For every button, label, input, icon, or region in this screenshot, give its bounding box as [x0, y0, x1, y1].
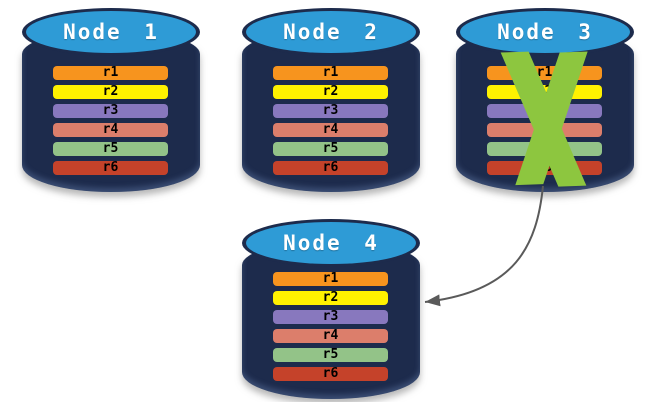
replica-row-r4: r4 — [53, 123, 168, 137]
replica-row-r5: r5 — [273, 142, 388, 156]
replica-row-r5: r5 — [273, 348, 388, 362]
replica-row-r1: r1 — [273, 272, 388, 286]
node-3-title: Node 3 — [497, 20, 593, 44]
replica-row-r3: r3 — [273, 310, 388, 324]
node-3-cylinder-cap: Node 3 — [460, 11, 630, 53]
replica-row-r6: r6 — [273, 367, 388, 381]
replica-row-r2: r2 — [53, 85, 168, 99]
failure-x-bar-right — [515, 51, 588, 186]
replica-row-r5: r5 — [53, 142, 168, 156]
node-2-cylinder-cap: Node 2 — [246, 11, 416, 53]
node-1-rows: r1 r2 r3 r4 r5 r6 — [53, 66, 168, 180]
replica-row-r2: r2 — [273, 291, 388, 305]
replica-row-r3: r3 — [273, 104, 388, 118]
replica-row-r1: r1 — [273, 66, 388, 80]
replica-row-r6: r6 — [273, 161, 388, 175]
node-4-title: Node 4 — [283, 231, 379, 255]
node-4-rows: r1 r2 r3 r4 r5 r6 — [273, 272, 388, 386]
node-1-cylinder-cap: Node 1 — [26, 11, 196, 53]
node-2-title: Node 2 — [283, 20, 379, 44]
replica-row-r4: r4 — [273, 123, 388, 137]
replica-row-r4: r4 — [273, 329, 388, 343]
node-1-title: Node 1 — [63, 20, 159, 44]
replica-row-r1: r1 — [53, 66, 168, 80]
replica-row-r3: r3 — [53, 104, 168, 118]
node-2-rows: r1 r2 r3 r4 r5 r6 — [273, 66, 388, 180]
failover-arrow — [424, 185, 544, 307]
node-4-cylinder-cap: Node 4 — [246, 222, 416, 264]
replica-row-r2: r2 — [273, 85, 388, 99]
node-2-cylinder: Node 2 r1 r2 r3 r4 r5 r6 — [242, 8, 420, 192]
failure-x-icon — [500, 51, 588, 187]
node-4-cylinder: Node 4 r1 r2 r3 r4 r5 r6 — [242, 219, 420, 399]
node-1-cylinder: Node 1 r1 r2 r3 r4 r5 r6 — [22, 8, 200, 192]
replica-row-r6: r6 — [53, 161, 168, 175]
